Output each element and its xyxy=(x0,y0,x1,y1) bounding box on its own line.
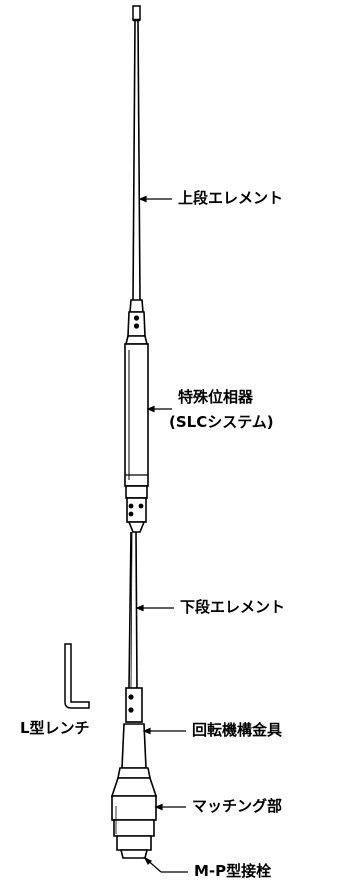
upper-joint xyxy=(124,299,149,345)
mp-connector xyxy=(116,835,152,859)
label-phase-device: 特殊位相器 xyxy=(178,388,254,406)
leader-lines xyxy=(135,195,188,873)
label-mp-connector: M-P型接栓 xyxy=(194,862,272,880)
label-rotation-bracket: 回転機構金具 xyxy=(192,721,283,739)
label-slc-system: (SLCシステム) xyxy=(169,413,274,431)
label-upper-element: 上段エレメント xyxy=(178,189,284,207)
label-matching-section: マッチング部 xyxy=(192,797,283,815)
upper-element-rod xyxy=(132,19,141,301)
lower-element-rod xyxy=(128,531,138,689)
antenna-tip xyxy=(132,5,141,22)
label-l-wrench: L型レンチ xyxy=(20,719,90,737)
l-wrench xyxy=(64,643,90,709)
phase-device-body xyxy=(124,343,149,533)
matching-section xyxy=(111,795,157,837)
label-lower-element: 下段エレメント xyxy=(180,598,286,616)
rotation-bracket xyxy=(110,687,158,797)
